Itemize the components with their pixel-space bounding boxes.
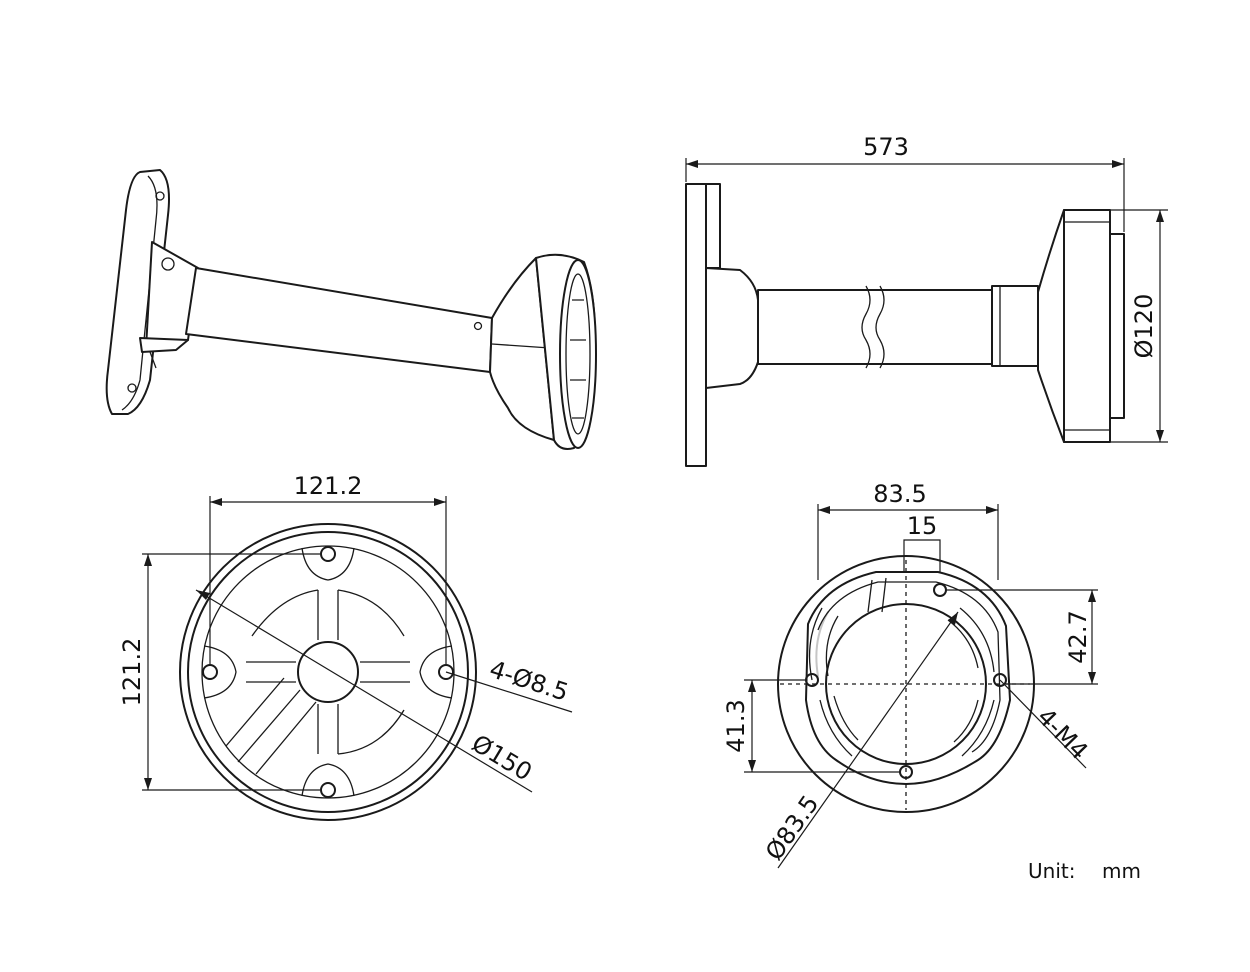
unit-label: Unit: <box>1028 859 1075 883</box>
dim-adapter-offset-bottom: 41.3 <box>722 699 750 752</box>
dim-overall-length: 573 <box>863 133 909 161</box>
side-view: 573 Ø120 <box>685 133 1168 467</box>
dim-arm-diameter: Ø120 <box>1130 294 1158 359</box>
dim-adapter-threads: 4-M4 <box>1032 703 1094 766</box>
dim-adapter-diameter: Ø83.5 <box>760 790 824 865</box>
unit-value: mm <box>1102 859 1141 883</box>
dim-base-diameter: Ø150 <box>467 729 537 786</box>
dim-adapter-offset-top: 42.7 <box>1064 610 1092 663</box>
dim-adapter-width: 83.5 <box>873 480 926 508</box>
dim-adapter-slot: 15 <box>907 512 938 540</box>
base-plate-view: 121.2 121.2 4-Ø8.5 Ø150 <box>118 472 573 821</box>
isometric-view <box>105 169 597 450</box>
adapter-view: 83.5 15 42.7 41.3 4-M4 Ø83.5 <box>722 480 1098 869</box>
dim-base-width: 121.2 <box>294 472 363 500</box>
dim-mount-holes: 4-Ø8.5 <box>486 655 572 707</box>
dim-base-height: 121.2 <box>118 638 146 707</box>
